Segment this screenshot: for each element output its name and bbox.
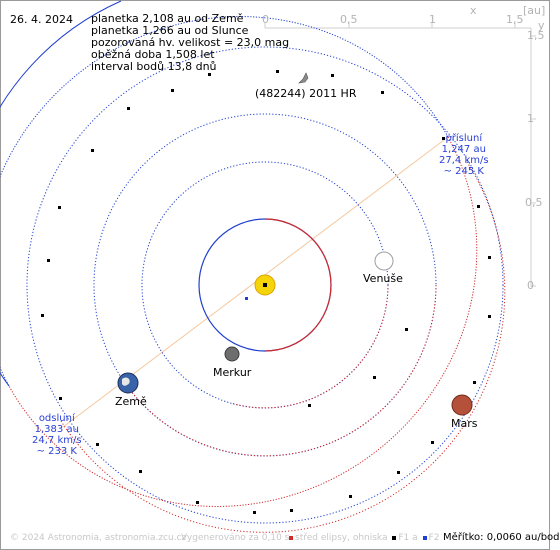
- asteroid-icon: [298, 72, 309, 84]
- info-line: planetka 2,108 au od Země: [91, 12, 244, 25]
- mars-orbit-red: [60, 161, 506, 533]
- aphelion-annotation: odsluní 1,383 au 24,7 km/s ~ 233 K: [32, 413, 82, 457]
- orbit-point: [96, 443, 99, 446]
- venus-label: Venuše: [363, 272, 403, 285]
- aphelion-title: odsluní: [38, 413, 75, 424]
- legend-f2-text: F2: [428, 533, 440, 543]
- orbit-point: [477, 205, 480, 208]
- orbit-svg: [0, 0, 536, 533]
- asteroid-orbit-red: [8, 136, 478, 507]
- orbit-point: [208, 73, 211, 76]
- y-tick-label: 1,5: [527, 29, 545, 42]
- legend-f1-text: F1 a: [398, 533, 418, 543]
- perihelion-annotation: přísluní 1,247 au 27,4 km/s ~ 245 K: [439, 133, 489, 177]
- orbit-point: [59, 397, 62, 400]
- legend-center-text: střed elipsy, ohniska: [295, 533, 388, 543]
- orbit-point: [349, 495, 352, 498]
- x-tick-label: 0: [262, 13, 269, 26]
- mars-label: Mars: [451, 417, 478, 430]
- earth-clouds: [122, 377, 130, 386]
- orbit-point: [47, 259, 50, 262]
- orbit-point: [473, 381, 476, 384]
- y-tick-label: 1: [527, 112, 534, 125]
- mars-icon: [451, 394, 473, 416]
- perihelion-speed: 27,4 km/s: [439, 155, 489, 166]
- generated-text: Vygenerováno za 0,10 s: [181, 533, 290, 543]
- orbit-point: [488, 315, 491, 318]
- ellipse-center-marker: [263, 283, 267, 287]
- orbit-point: [373, 376, 376, 379]
- orbit-point: [488, 256, 491, 259]
- legend: střed elipsy, ohniska F1 a F2: [287, 533, 439, 543]
- x-axis-label: x: [470, 4, 477, 17]
- orbit-points: [41, 70, 491, 514]
- orbit-point: [308, 404, 311, 407]
- orbit-point: [58, 206, 61, 209]
- x-tick-label: 1,5: [506, 13, 524, 26]
- x-tick-label: 0,5: [340, 13, 358, 26]
- mars-orbit: [26, 46, 504, 524]
- focus-marker: [245, 297, 248, 300]
- perihelion-temp: ~ 245 K: [443, 166, 484, 177]
- info-line: oběžná doba 1,508 let: [91, 48, 215, 61]
- earth-label: Země: [115, 395, 147, 408]
- orbit-point: [41, 314, 44, 317]
- y-axis-label: y: [538, 19, 545, 32]
- orbit-point: [139, 470, 142, 473]
- mercury-orbit-red: [264, 218, 332, 352]
- info-line: planetka 1,266 au od Slunce: [91, 24, 249, 37]
- orbit-point: [442, 137, 445, 140]
- perihelion-distance: 1,247 au: [441, 144, 486, 155]
- perihelion-title: přísluní: [445, 133, 483, 144]
- aphelion-speed: 24,7 km/s: [32, 435, 82, 446]
- scale-text: Měřítko: 0,0060 au/bod: [443, 532, 560, 543]
- asteroid-orbit-outer: [0, 0, 122, 387]
- mercury-label: Merkur: [213, 366, 252, 379]
- orbit-point: [290, 509, 293, 512]
- venus-orbit-red: [230, 284, 389, 409]
- venus-icon: [374, 251, 394, 271]
- info-line: pozorovaná hv. velikost = 23,0 mag: [91, 36, 290, 49]
- orbit-point: [253, 511, 256, 514]
- orbit-point: [91, 149, 94, 152]
- unit-label: [au]: [523, 4, 546, 17]
- orbit-point: [127, 107, 130, 110]
- date-label: 26. 4. 2024: [10, 13, 73, 26]
- x-tick-label: 1: [429, 13, 436, 26]
- orbit-point: [431, 441, 434, 444]
- asteroid-orbit-blue: [0, 16, 449, 387]
- y-tick-label: 0,5: [525, 196, 543, 209]
- aphelion-temp: ~ 233 K: [36, 446, 77, 457]
- copyright-text: © 2024 Astronomia, astronomia.zcu.cz: [10, 533, 187, 543]
- asteroid-label: (482244) 2011 HR: [255, 87, 357, 100]
- orbit-point: [196, 501, 199, 504]
- orbit-point: [381, 91, 384, 94]
- legend-f2-marker: [422, 535, 427, 540]
- axis-frame: [264, 23, 536, 287]
- earth-orbit-red: [130, 284, 437, 457]
- aphelion-distance: 1,383 au: [34, 424, 79, 435]
- orbit-point: [331, 74, 334, 77]
- mercury-icon: [224, 346, 240, 362]
- y-tick-label: 0: [527, 279, 534, 292]
- legend-f1-marker: [392, 535, 397, 540]
- orbit-point: [171, 89, 174, 92]
- orbit-point: [397, 471, 400, 474]
- orbit-point: [276, 70, 279, 73]
- legend-center-marker: [289, 535, 293, 540]
- info-line: interval bodů 13,8 dnů: [91, 60, 217, 73]
- info-block: planetka 2,108 au od Země planetka 1,266…: [91, 13, 289, 73]
- orbit-point: [405, 328, 408, 331]
